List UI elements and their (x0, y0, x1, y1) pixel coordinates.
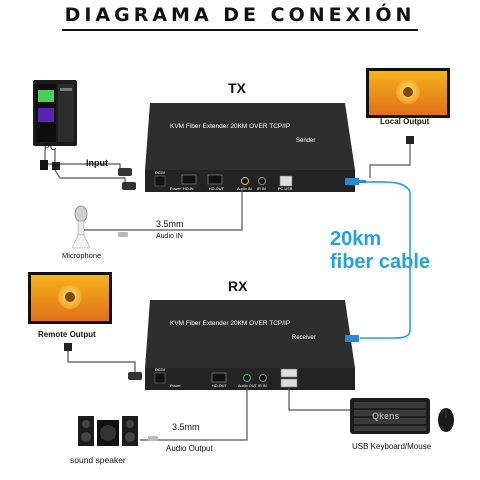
pc-label: PC (44, 142, 57, 152)
remote-output-label: Remote Output (38, 330, 96, 339)
sound-speaker-label: sound speaker (70, 455, 126, 465)
rx-role-text: Receiver (292, 335, 316, 341)
input-label: Input (86, 158, 108, 168)
fiber-type: fiber cable (330, 251, 431, 273)
fiber-cable-label: 20km fiber cable (330, 228, 430, 274)
local-output-label: Local Output (380, 117, 430, 126)
mic-cable-label: 3.5mm (156, 219, 184, 229)
rx-port-dc5v: DC5V (155, 368, 166, 372)
sound-speaker-icon (78, 416, 138, 446)
speaker-cable-label: 3.5mm (172, 422, 200, 432)
tx-device (145, 103, 366, 192)
rx-port-hd-out: HD-OUT (212, 384, 227, 388)
tx-port-audio-in: Audio IN (237, 187, 252, 191)
tx-port-hd-in: HD-IN (183, 187, 194, 191)
remote-output-monitor-icon (28, 272, 112, 324)
tx-port-pc-usb: PC-USB (278, 187, 293, 191)
microphone-icon (71, 205, 91, 249)
page-title: DIAGRAMA DE CONEXIÓN (64, 4, 416, 26)
usb-keyboard-mouse-icon (350, 398, 454, 434)
pc-tower-icon (33, 80, 77, 146)
audio-output-label: Audio Output (166, 444, 213, 453)
rx-label: RX (228, 278, 248, 294)
tx-role-text: Sender (296, 138, 316, 144)
local-output-monitor-icon (366, 68, 450, 118)
audio-in-label: Audio IN (156, 233, 183, 240)
rx-port-ir-in: IR IN (258, 384, 267, 388)
tx-port-hd-out: HD-OUT (209, 187, 224, 191)
usb-keyboard-mouse-label: USB Keyboard/Mouse (352, 442, 432, 451)
rx-port-power: Power (170, 384, 181, 388)
rx-model-text: KVM Fiber Extender 20KM OVER TCP/IP (170, 320, 291, 327)
tx-port-ir-in: IR IN (257, 187, 266, 191)
fiber-distance: 20km (330, 228, 382, 250)
microphone-label: Microphone (62, 251, 102, 260)
rx-port-audio-out: Audio OUT (238, 384, 257, 388)
rx-device (145, 300, 359, 390)
pc-cables-icon (40, 150, 136, 190)
tx-label: TX (228, 80, 246, 96)
tx-port-dc5v: DC5V (155, 171, 166, 175)
tx-port-power: Power (170, 187, 181, 191)
tx-model-text: KVM Fiber Extender 20KM OVER TCP/IP (170, 123, 291, 130)
keyboard-brand-label: Qkens (372, 411, 400, 421)
title-underline (62, 29, 418, 31)
